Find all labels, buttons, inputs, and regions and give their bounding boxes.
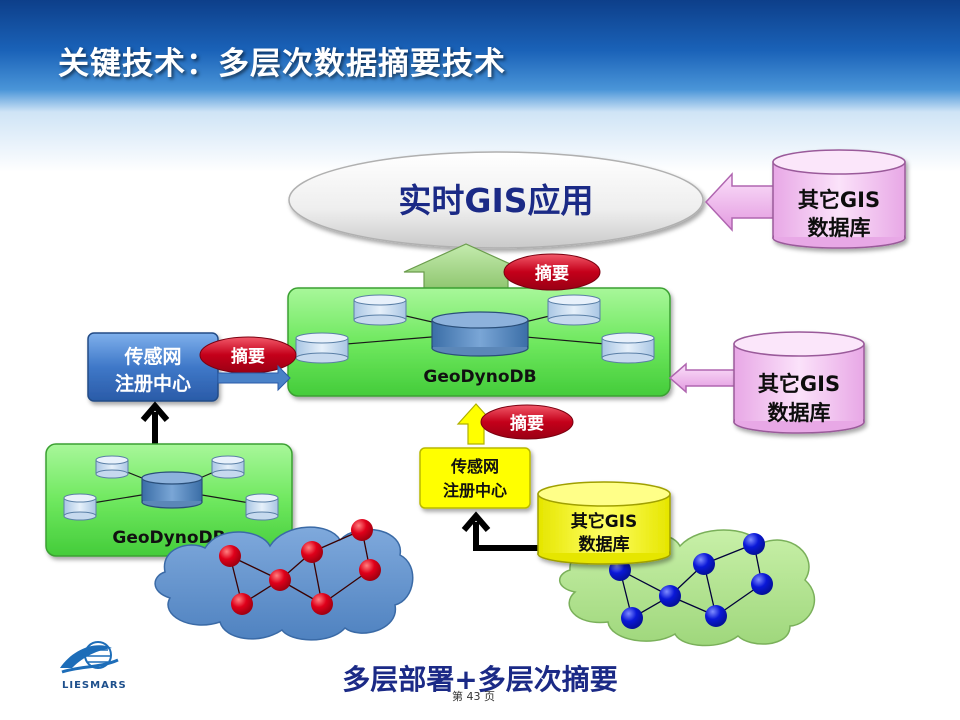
summary-badge-left-label: 摘要	[231, 346, 265, 367]
other-gis-db-arrow-middle	[668, 362, 739, 394]
sensor-node-blue	[705, 605, 727, 627]
sensor-node-blue	[743, 533, 765, 555]
realtime-gis-app-node: 实时GIS应用	[288, 151, 704, 249]
other-gis-db-arrow-top	[704, 172, 783, 232]
sensor-node-blue	[659, 585, 681, 607]
geodynodb-label-left: GeoDynoDB	[112, 528, 225, 548]
other-gis-db-label-line1: 其它GIS	[798, 188, 880, 212]
sensor-node-red	[351, 519, 373, 541]
left-upload-arrow	[140, 401, 170, 446]
summary-up-arrow	[403, 243, 529, 293]
sensor-node-red	[301, 541, 323, 563]
other-gis-db-top: 其它GIS 数据库	[772, 149, 906, 249]
other-gis-db-bottom: 其它GIS 数据库	[537, 481, 671, 565]
summary-badge-left: 摘要	[199, 336, 297, 374]
sensor-node-red	[359, 559, 381, 581]
sensor-node-blue	[693, 553, 715, 575]
page-number: 第 43 页	[452, 690, 495, 703]
other-gis-db-middle: 其它GIS 数据库	[733, 331, 865, 434]
liesmars-logo-icon	[60, 641, 119, 674]
slide-title: 关键技术：多层次数据摘要技术	[58, 46, 506, 82]
right-upload-arrow	[461, 511, 545, 551]
summary-badge-bottom: 摘要	[480, 404, 574, 440]
bottom-title: 多层部署+多层次摘要	[342, 663, 618, 696]
summary-badge-top-label: 摘要	[535, 263, 569, 284]
yellow-up-arrow	[456, 403, 496, 445]
other-gis-db-middle-line2: 数据库	[768, 401, 831, 425]
other-gis-db-bottom-line1: 其它GIS	[571, 511, 638, 532]
sensor-registry-left-line2: 注册中心	[115, 372, 191, 395]
sensor-node-red	[269, 569, 291, 591]
sensor-node-red	[219, 545, 241, 567]
sensor-node-blue	[751, 573, 773, 595]
sensor-registry-right-line2: 注册中心	[443, 481, 507, 500]
sensor-node-blue	[621, 607, 643, 629]
other-gis-db-middle-line1: 其它GIS	[758, 372, 840, 396]
logo-text: LIESMARS	[62, 680, 127, 691]
sensor-registry-right-line1: 传感网	[450, 457, 499, 476]
other-gis-db-bottom-line2: 数据库	[579, 534, 630, 555]
sensor-node-red	[231, 593, 253, 615]
sensor-network-red	[154, 519, 414, 641]
geodynodb-node-central: GeoDynoDB	[287, 287, 671, 397]
header-banner	[0, 0, 960, 112]
realtime-gis-app-label: 实时GIS应用	[398, 181, 593, 220]
sensor-registry-left: 传感网 注册中心	[87, 332, 219, 402]
sensor-node-red	[311, 593, 333, 615]
sensor-registry-right: 传感网 注册中心	[419, 447, 531, 509]
summary-badge-top: 摘要	[503, 253, 601, 291]
geodynodb-node-left: GeoDynoDB	[45, 443, 293, 557]
geodynodb-label-central: GeoDynoDB	[423, 367, 536, 387]
sensor-registry-left-line1: 传感网	[123, 345, 181, 368]
other-gis-db-label-line2: 数据库	[808, 216, 871, 240]
registry-to-central-arrow	[217, 364, 291, 392]
summary-badge-bottom-label: 摘要	[510, 413, 544, 434]
